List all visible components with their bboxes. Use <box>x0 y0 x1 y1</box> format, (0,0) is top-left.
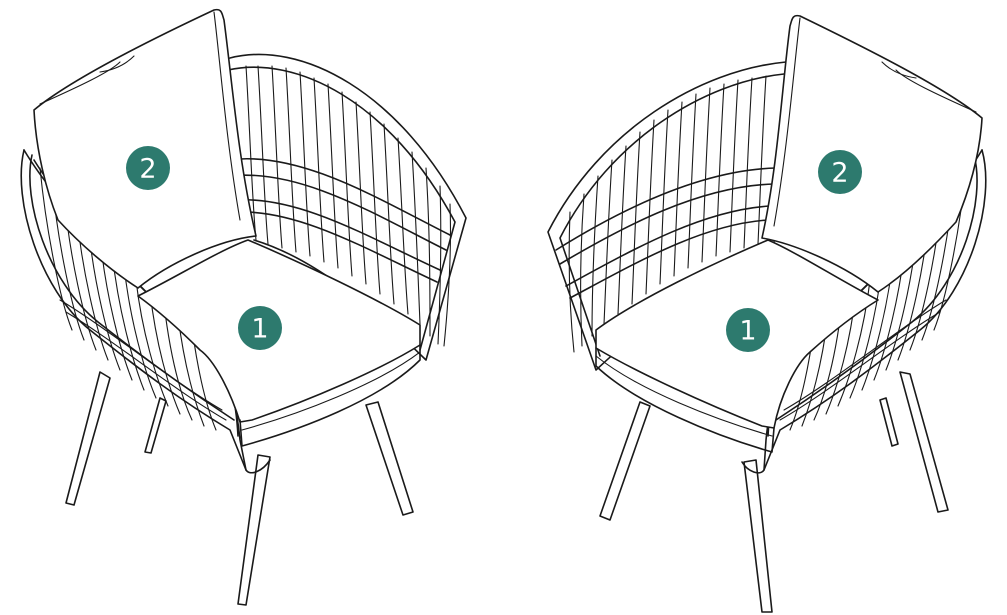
badge-back-pillow-right: 2 <box>818 150 862 194</box>
badge-seat-cushion-right: 1 <box>726 308 770 352</box>
badge-back-pillow-left: 2 <box>126 146 170 190</box>
badge-seat-cushion-left: 1 <box>238 306 282 350</box>
badge-label: 1 <box>251 314 268 345</box>
badge-label: 2 <box>139 154 156 185</box>
back-pillow <box>762 16 982 292</box>
badge-label: 2 <box>831 158 848 189</box>
chair-left: 1 2 <box>21 10 466 605</box>
chair-right: 1 2 <box>548 16 986 612</box>
badge-label: 1 <box>739 316 756 347</box>
